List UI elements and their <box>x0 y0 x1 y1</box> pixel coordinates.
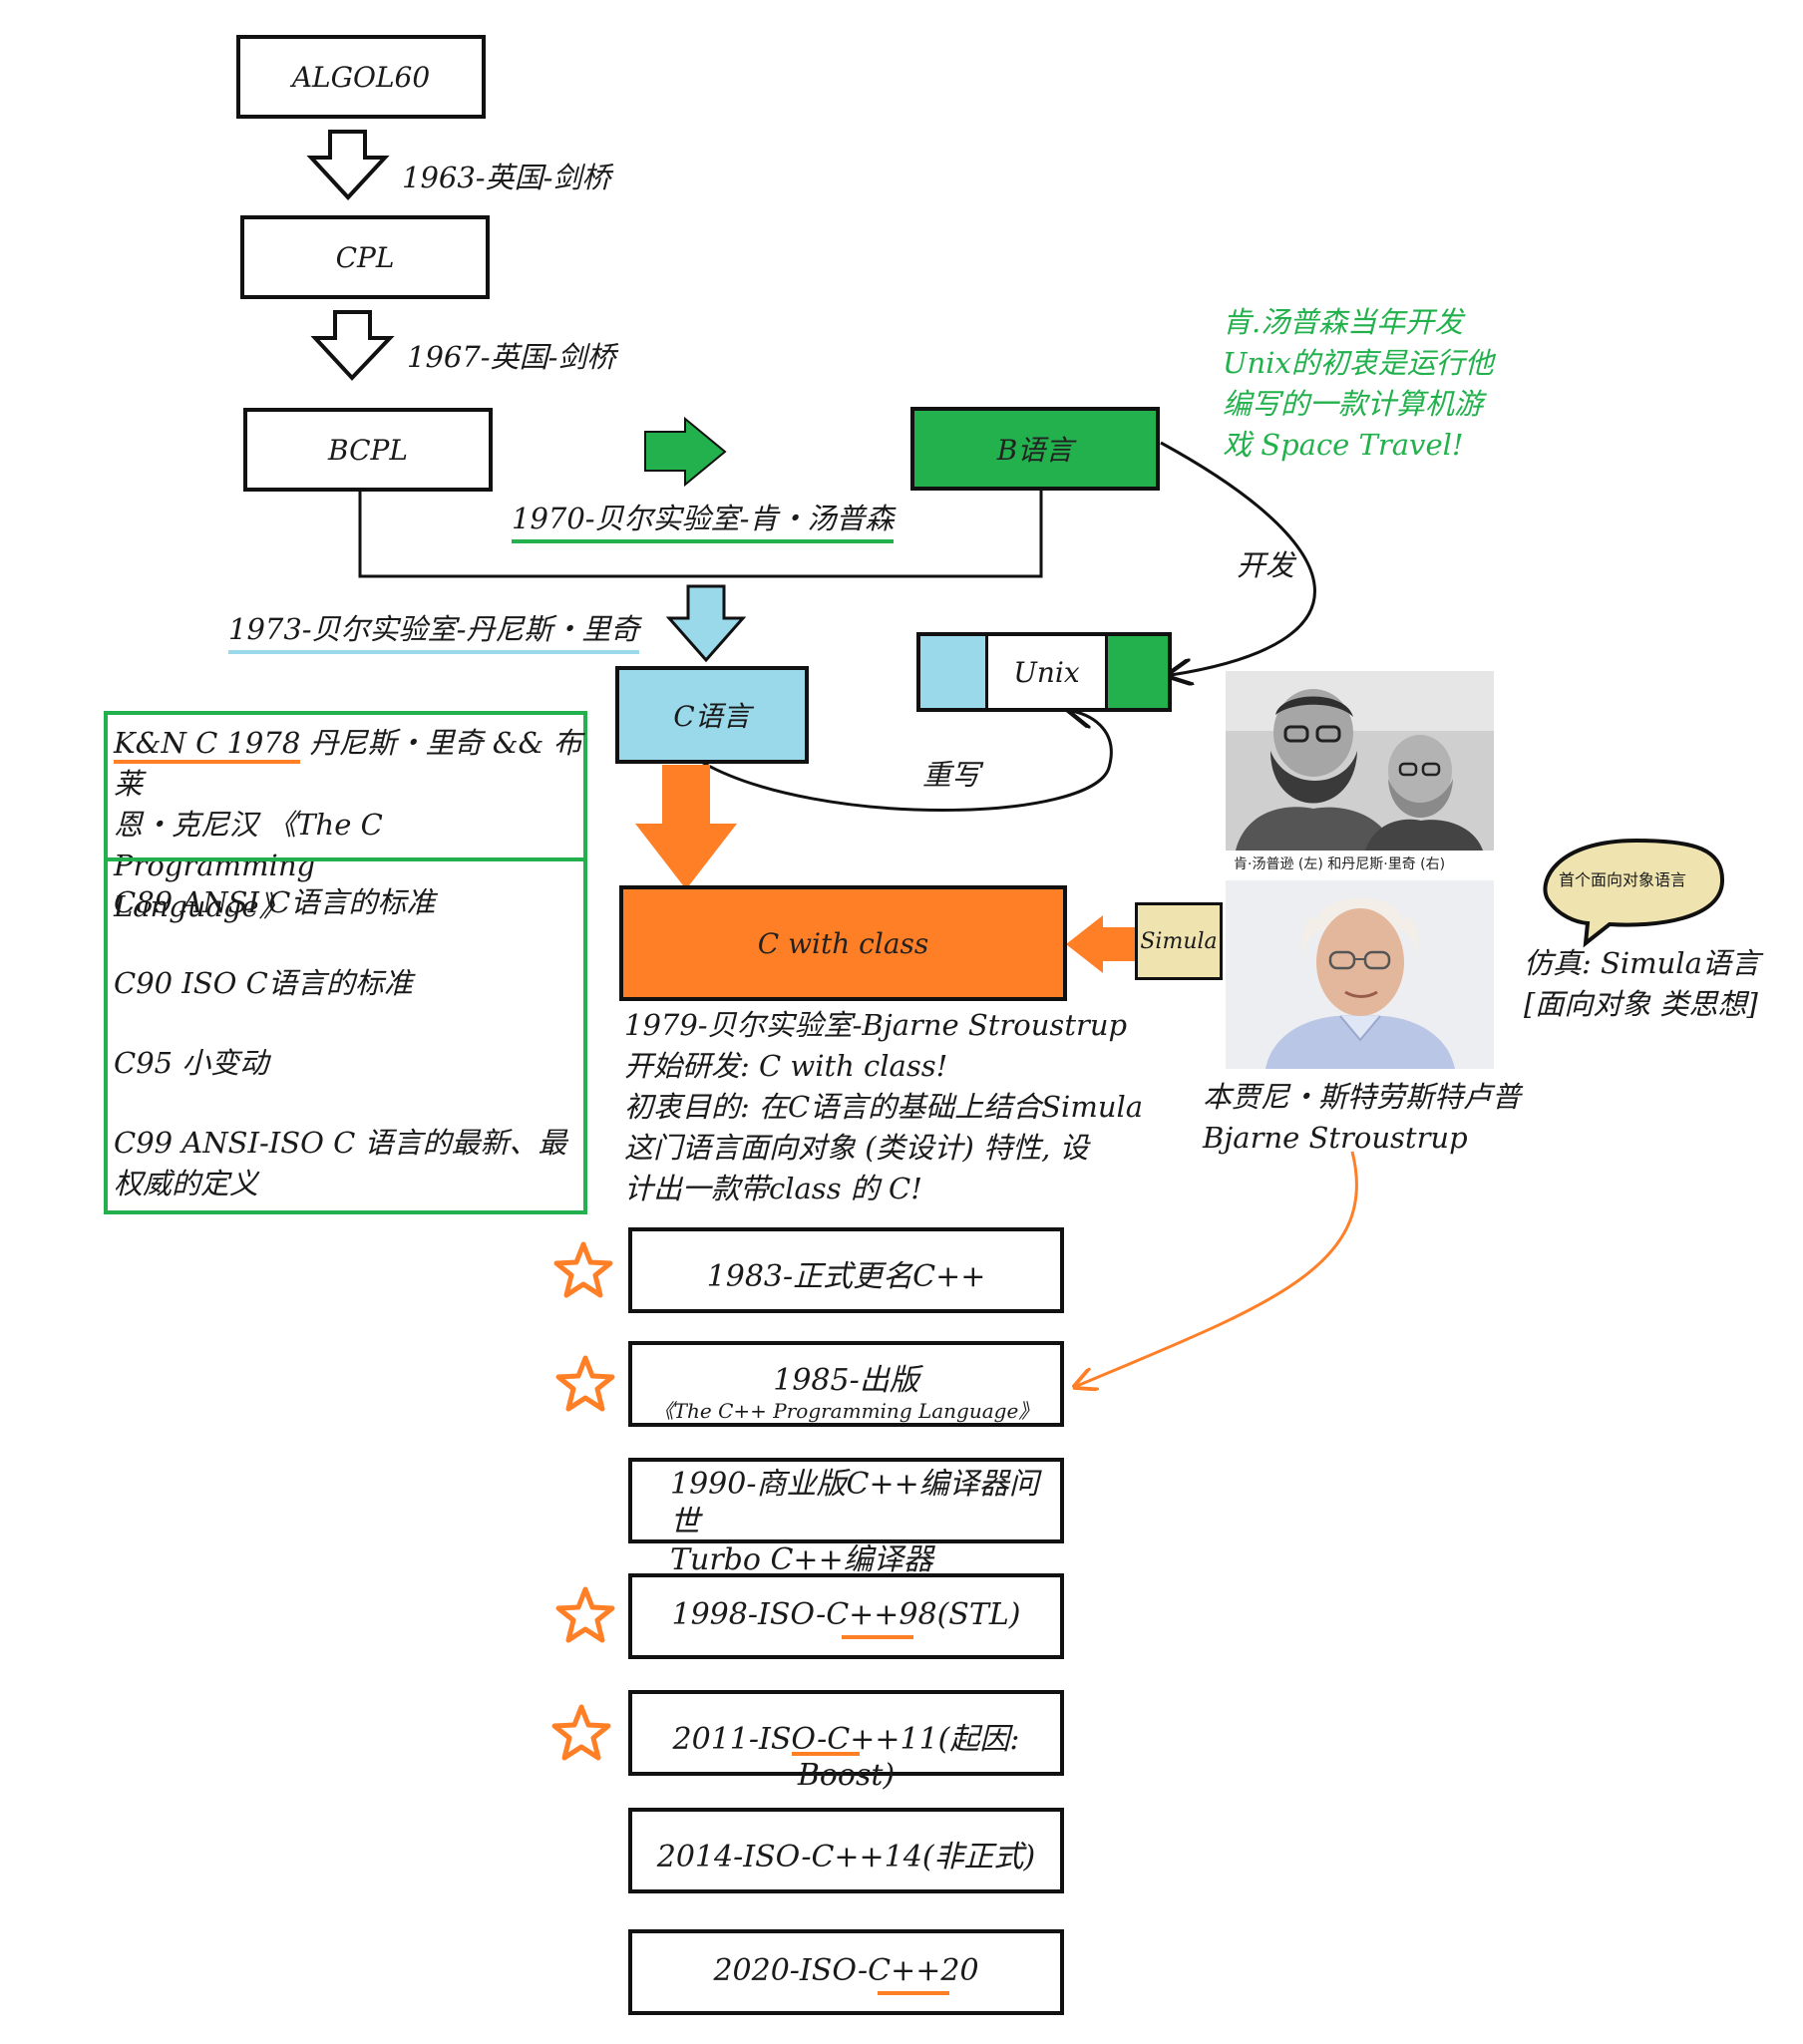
simula-note: 仿真: Simula语言 [面向对象 类思想] <box>1524 943 1760 1025</box>
unix-c-segment <box>920 636 988 708</box>
rewrite-arrow <box>702 711 1113 812</box>
c99-line: 权威的定义 <box>114 1167 259 1200</box>
cpl-label: CPL <box>335 240 395 274</box>
bcpl-label: BCPL <box>328 433 408 467</box>
stroustrup-caption: 本贾尼・斯特劳斯特卢普 Bjarne Stroustrup <box>1203 1077 1521 1159</box>
cwc-note-line: 初衷目的: 在C语言的基础上结合Simula <box>624 1090 1144 1124</box>
c-with-class-label: C with class <box>757 926 929 960</box>
thompson-ritchie-photo: 肯·汤普逊 (左) 和丹尼斯·里奇 (右) <box>1226 671 1494 874</box>
thompson-note-line: 肯.汤普森当年开发 <box>1223 305 1464 339</box>
stroustrup-name-cn: 本贾尼・斯特劳斯特卢普 <box>1203 1080 1522 1114</box>
kn-c-authors: 丹尼斯・里奇 && 布莱 <box>114 726 582 801</box>
kn-c-entry: K&N C 1978 丹尼斯・里奇 && 布莱 恩・克尼汉 《The C Pro… <box>114 723 582 927</box>
unix-b-segment <box>1105 636 1168 708</box>
timeline-2020-label: 2020-ISO-C++20 <box>713 1953 979 1988</box>
stroustrup-arrow <box>1077 1151 1358 1386</box>
thompson-note-line: 编写的一款计算机游 <box>1223 387 1484 421</box>
label-1970: 1970-贝尔实验室-肯・汤普森 <box>512 496 895 543</box>
kn-c-title: K&N C 1978 <box>114 726 301 764</box>
develop-arrow <box>1160 441 1316 675</box>
cwc-note-line: 这门语言面向对象 (类设计) 特性, 设 <box>624 1131 1089 1165</box>
timeline-2020: 2020-ISO-C++20 <box>628 1929 1064 2015</box>
stroustrup-name-en: Bjarne Stroustrup <box>1203 1121 1468 1155</box>
right-arrow-icon <box>644 416 727 488</box>
timeline-1998-label: 1998-ISO-C++98(STL) <box>671 1597 1021 1632</box>
cpl-box: CPL <box>240 215 490 299</box>
timeline-1983-label: 1983-正式更名C++ <box>706 1259 986 1294</box>
star-icon <box>551 1704 611 1761</box>
thompson-note-line: 戏 Space Travel! <box>1223 428 1464 462</box>
timeline-2014-label: 2014-ISO-C++14(非正式) <box>656 1840 1036 1874</box>
c95-entry: C95 小变动 <box>114 1046 269 1080</box>
label-1973: 1973-贝尔实验室-丹尼斯・里奇 <box>228 606 640 654</box>
timeline-1990-label: 1990-商业版C++编译器问世 <box>670 1467 1039 1539</box>
star-icon <box>555 1355 615 1412</box>
portrait-illustration <box>1226 880 1494 1069</box>
c-language-label: C语言 <box>673 700 751 733</box>
timeline-1985: 1985-出版 《The C++ Programming Language》 <box>628 1341 1064 1427</box>
c99-entry: C99 ANSI-ISO C 语言的最新、最 权威的定义 <box>114 1123 566 1204</box>
speech-bubble-icon <box>1543 838 1725 948</box>
simula-box: Simula <box>1135 902 1223 980</box>
cwc-note-line: 1979-贝尔实验室-Bjarne Stroustrup <box>624 1008 1128 1042</box>
timeline-2011: 2011-ISO-C++11(起因: Boost) <box>628 1690 1064 1793</box>
bubble-text: 首个面向对象语言 <box>1559 870 1687 889</box>
c-standards-panel: K&N C 1978 丹尼斯・里奇 && 布莱 恩・克尼汉 《The C Pro… <box>104 711 587 1214</box>
unix-label: Unix <box>1013 655 1080 689</box>
thompson-note-line: Unix的初衷是运行他 <box>1223 346 1494 380</box>
timeline-1990-text: 1990-商业版C++编译器问世 Turbo C++编译器 <box>670 1466 1060 1579</box>
down-arrow-icon <box>635 765 737 889</box>
simula-note-line: 仿真: Simula语言 <box>1524 946 1760 980</box>
unix-box: Unix <box>916 632 1172 712</box>
label-develop: 开发 <box>1237 548 1295 582</box>
cpp11-underline <box>792 1752 860 1756</box>
cwc-note-line: 计出一款带class 的 C! <box>624 1172 922 1205</box>
timeline-1983: 1983-正式更名C++ <box>628 1227 1064 1313</box>
down-arrow-icon <box>310 310 395 381</box>
c90-entry: C90 ISO C语言的标准 <box>114 966 413 1000</box>
kn-c-line: Language》 <box>114 889 288 923</box>
photo-illustration <box>1226 671 1494 874</box>
panel-divider <box>108 857 583 861</box>
c89-entry: C89 ANSI C语言的标准 <box>114 885 436 919</box>
algol60-label: ALGOL60 <box>291 60 431 94</box>
b-language-label: B语言 <box>996 434 1074 467</box>
bcpl-box: BCPL <box>243 408 493 492</box>
timeline-1985-book: 《The C++ Programming Language》 <box>653 1399 1039 1423</box>
simula-note-line: [面向对象 类思想] <box>1524 987 1758 1021</box>
c99-line: C99 ANSI-ISO C 语言的最新、最 <box>114 1126 567 1160</box>
c-with-class-box: C with class <box>619 885 1067 1001</box>
cwc-note-line: 开始研发: C with class! <box>624 1049 948 1083</box>
photo-caption: 肯·汤普逊 (左) 和丹尼斯·里奇 (右) <box>1234 856 1446 872</box>
star-icon <box>553 1241 613 1298</box>
c-language-box: C语言 <box>615 666 809 764</box>
timeline-2011-label: 2011-ISO-C++11(起因: Boost) <box>672 1722 1020 1793</box>
label-rewrite: 重写 <box>922 758 981 792</box>
c-with-class-note: 1979-贝尔实验室-Bjarne Stroustrup 开始研发: C wit… <box>624 1005 1143 1209</box>
merge-line <box>358 491 1043 578</box>
thompson-note: 肯.汤普森当年开发 Unix的初衷是运行他 编写的一款计算机游 戏 Space … <box>1223 302 1494 466</box>
timeline-2014: 2014-ISO-C++14(非正式) <box>628 1808 1064 1893</box>
b-language-box: B语言 <box>910 407 1160 491</box>
cpp20-underline <box>878 1991 949 1995</box>
simula-label: Simula <box>1140 928 1218 954</box>
timeline-1985-label: 1985-出版 <box>773 1363 919 1398</box>
down-arrow-icon <box>665 584 747 663</box>
timeline-1998: 1998-ISO-C++98(STL) <box>628 1573 1064 1659</box>
label-1967: 1967-英国-剑桥 <box>407 340 616 374</box>
timeline-1990-compiler: Turbo C++编译器 <box>670 1542 933 1577</box>
stroustrup-photo <box>1226 880 1494 1069</box>
algol60-box: ALGOL60 <box>236 35 486 119</box>
kn-c-line: 恩・克尼汉 《The C Programming <box>114 808 383 882</box>
label-1963: 1963-英国-剑桥 <box>402 161 611 194</box>
timeline-1990: 1990-商业版C++编译器问世 Turbo C++编译器 <box>628 1458 1064 1577</box>
cpp98-underline <box>842 1635 913 1639</box>
left-arrow-icon <box>1066 915 1135 973</box>
down-arrow-icon <box>306 130 390 200</box>
star-icon <box>555 1586 615 1643</box>
